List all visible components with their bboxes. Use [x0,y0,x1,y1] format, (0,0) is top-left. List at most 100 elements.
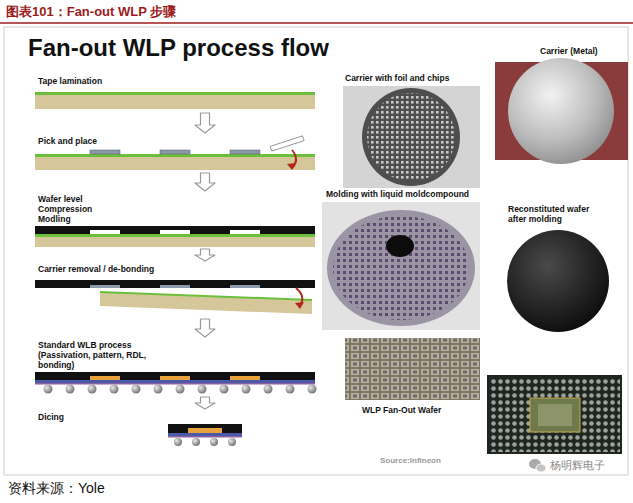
process-step: Carrier removal / de-bonding [30,262,320,318]
photo-caption: WLP Fan-Out Wafer [362,405,441,415]
chip [90,150,120,154]
carrier-layer [35,157,315,170]
package [192,438,200,446]
wechat-icon [529,459,546,472]
figure-frame [4,27,628,475]
package [168,433,242,436]
photo-carrier-chips [367,93,455,181]
solder-ball [44,385,53,394]
chip [230,150,260,154]
photo-caption: Carrier (Metal) [540,46,598,56]
photo-caption: Molding with liquid moldcompound [326,189,469,199]
solder-ball [308,385,317,394]
carrier-layer [35,92,315,95]
solder-ball [110,385,119,394]
photo-carrier-chips [362,88,460,186]
photo-carrier-chips [343,86,480,188]
chip [90,150,260,154]
photo-fanout-wafer [345,338,480,400]
source-caption: 资料来源：Yole [8,480,105,498]
mold-layer [35,226,315,234]
package [174,438,182,446]
flow-arrow [195,397,215,409]
carrier-layer [100,292,312,300]
step-label: Standard WLB process (Passivation, patte… [38,340,158,370]
solder-ball [220,385,229,394]
photo-package-die [530,398,580,432]
flow-arrow [195,113,215,133]
process-step: Wafer level Compression Modling [30,192,320,248]
solder-ball [66,385,75,394]
watermark: 杨明辉电子 [550,459,605,472]
process-step: Tape lamination [30,74,320,112]
mold-layer [90,230,120,234]
photo-reconstituted-wafer [495,228,622,332]
photo-package-die [487,375,622,454]
flow-arrow [195,249,215,261]
heading: Fan-out WLP process flow [28,33,329,62]
mold-layer [35,280,315,288]
photo-caption: Reconstituted wafer after molding [508,204,608,224]
step-label: Wafer level Compression Modling [38,194,102,224]
pick-tool [287,163,296,170]
package [168,424,242,446]
mold-layer [230,230,260,234]
mold-layer [160,230,190,234]
pick-tool [270,136,304,170]
title-rule [0,23,633,24]
package [210,438,218,446]
title-rule [0,22,633,24]
step-label: Pick and place [38,136,238,146]
solder-ball [132,385,141,394]
photo-molding [322,202,480,330]
pick-tool [270,136,304,151]
rdl-layer [35,380,315,385]
photo-reconstituted-wafer [507,230,609,332]
carrier-layer [35,234,315,237]
solder-ball [154,385,163,394]
process-step: Pick and place [30,134,320,172]
solder-ball [176,385,185,394]
photo-metal-carrier [495,58,628,164]
photo-fanout-wafer [345,338,480,400]
photo-package-die [489,377,620,452]
solder-ball [264,385,273,394]
photo-molding [386,235,414,257]
photo-metal-carrier [508,58,614,164]
mold-layer [35,372,315,380]
mold-layer [35,372,315,380]
figure-title: 图表101：Fan-out WLP 步骤 [6,3,176,21]
carrier-layer [100,292,312,314]
photo-molding [327,210,475,326]
mold-layer [160,376,190,380]
photo-molding [333,216,469,320]
figure-frame [4,27,628,475]
photo-package-die [487,375,622,454]
carrier-layer [35,154,315,170]
step-label: Carrier removal / de-bonding [38,264,238,274]
photo-molding [322,202,480,330]
chip [160,150,190,154]
photo-caption: Carrier with foil and chips [345,73,449,83]
solder-ball [44,385,317,394]
solder-ball [286,385,295,394]
carrier-layer [295,302,304,309]
mold-layer [90,376,120,380]
carrier-layer [35,234,315,247]
flow-arrow [195,319,215,337]
photo-reconstituted-wafer [495,228,622,332]
carrier-layer [35,237,315,247]
solder-ball [242,385,251,394]
mold-layer [160,285,190,288]
mold-layer [230,376,260,380]
wechat-icon [536,464,546,472]
source-note: Source:Infineon [380,456,441,466]
solder-ball [88,385,97,394]
package [228,438,236,446]
carrier-layer [35,154,315,157]
